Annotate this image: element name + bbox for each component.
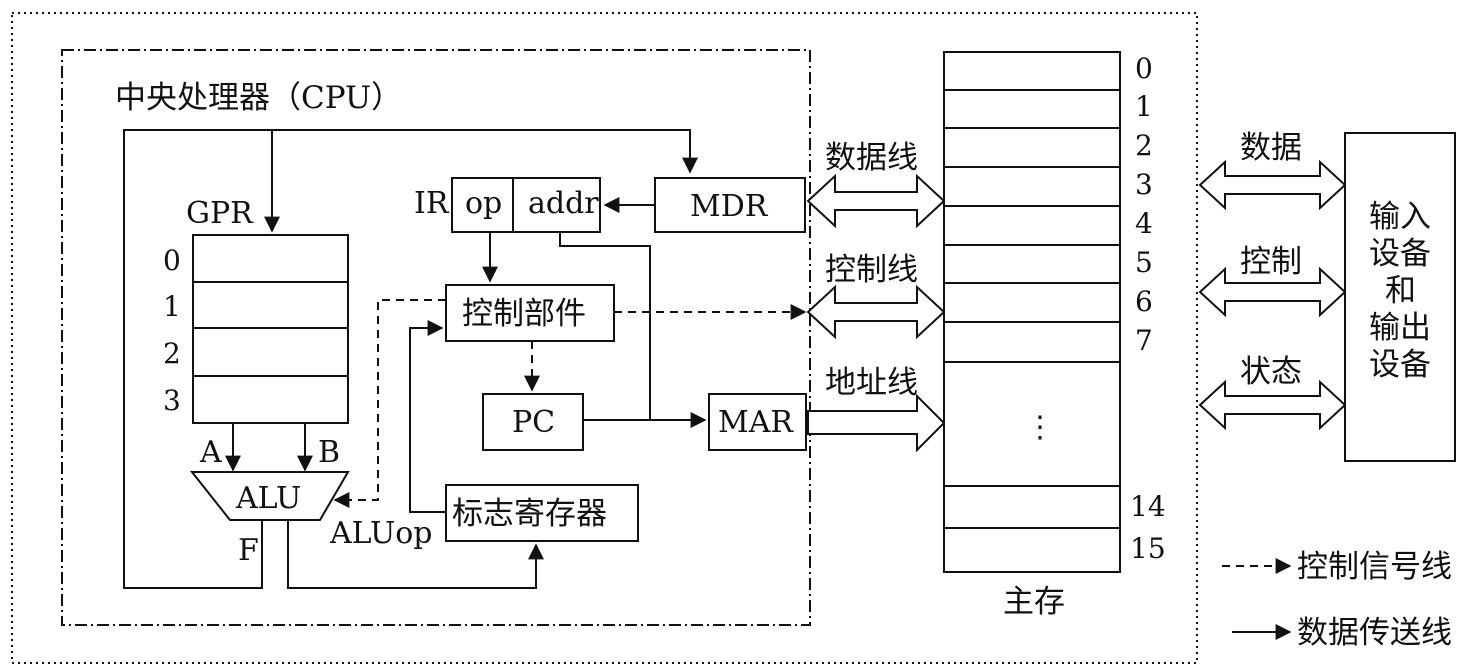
data-bus-label: 数据线 (825, 140, 918, 176)
flag-to-control-arrow (409, 320, 446, 513)
memory-address-0: 0 (1135, 52, 1153, 85)
gpr-row-2: 2 (163, 337, 181, 370)
flag-register-box (445, 484, 639, 542)
pc-box (482, 393, 584, 451)
data-bus-arrow (806, 173, 946, 229)
io-device-box (1344, 132, 1456, 462)
pc-label: PC (512, 405, 555, 440)
memory-address-14: 14 (1130, 490, 1166, 523)
io-device-line-2: 设备 (1369, 236, 1431, 272)
memory-address-5: 5 (1135, 246, 1153, 279)
io-control-label: 控制 (1240, 244, 1302, 280)
legend-data-transfer-label: 数据传送线 (1297, 615, 1452, 651)
alu-label: ALU (235, 481, 301, 516)
gpr-row-1: 1 (163, 290, 181, 323)
ir-op-field: op (465, 186, 502, 221)
memory-address-1: 1 (1135, 90, 1153, 123)
instruction-register (451, 177, 601, 233)
aluop-label: ALUop (329, 516, 433, 551)
control-to-alu-dashed-arrow (333, 299, 446, 508)
ir-addr-to-mar-line (559, 232, 651, 420)
mar-label: MAR (718, 405, 794, 440)
legend-control-signal-label: 控制信号线 (1297, 549, 1452, 585)
gpr-row-0: 0 (163, 244, 181, 277)
cpu-boundary (61, 49, 811, 626)
io-status-label: 状态 (1240, 354, 1302, 390)
main-memory (943, 51, 1121, 573)
alu-to-flag-arrow (287, 520, 544, 589)
address-bus-arrow (807, 393, 946, 453)
memory-address-3: 3 (1135, 168, 1153, 201)
mar-box (708, 393, 807, 451)
memory-address-15: 15 (1130, 532, 1166, 565)
control-unit-label: 控制部件 (462, 296, 586, 332)
cpu-title: 中央处理器（CPU） (115, 80, 402, 116)
io-device-line-3: 和 (1385, 273, 1416, 309)
io-data-label: 数据 (1240, 130, 1302, 166)
control-bus-arrow (806, 284, 946, 340)
ir-addr-field: addr (528, 186, 599, 221)
alu-input-a-label: A (199, 435, 222, 470)
io-data-arrow (1198, 159, 1347, 211)
ir-label: IR (414, 186, 450, 221)
gpr-label: GPR (186, 196, 254, 231)
alu-feedback-line (123, 129, 698, 589)
address-bus-label: 地址线 (825, 365, 918, 401)
mdr-label: MDR (690, 189, 769, 224)
memory-address-6: 6 (1135, 285, 1153, 318)
gpr-row-3: 3 (163, 384, 181, 417)
alu-output-f-label: F (238, 533, 259, 568)
memory-address-7: 7 (1135, 324, 1153, 357)
memory-address-4: 4 (1135, 207, 1153, 240)
io-device-line-1: 输入 (1369, 199, 1431, 235)
io-device-line-5: 设备 (1369, 347, 1431, 383)
control-bus-label: 控制线 (825, 252, 918, 288)
main-memory-label: 主存 (1003, 584, 1065, 620)
flag-register-label: 标志寄存器 (452, 496, 607, 532)
gpr-register-file (192, 234, 349, 424)
io-device-line-4: 输出 (1369, 310, 1431, 346)
alu-shape (189, 471, 350, 521)
memory-address-2: 2 (1135, 129, 1153, 162)
alu-input-b-label: B (318, 435, 340, 470)
memory-ellipsis: ⋮ (1025, 410, 1055, 445)
